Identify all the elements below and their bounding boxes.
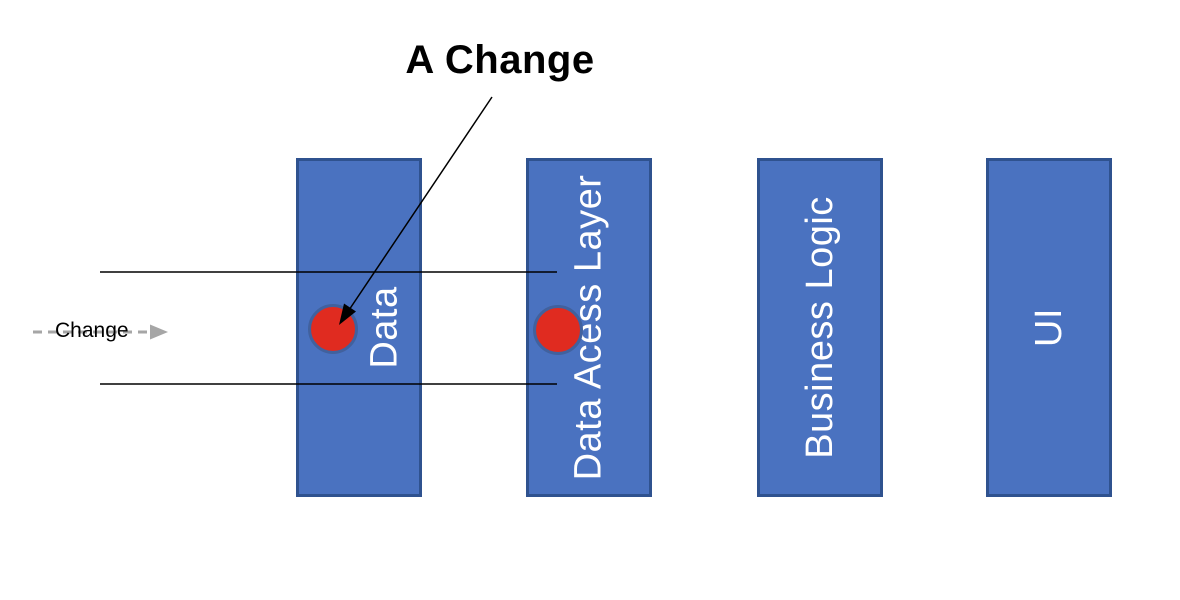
layer-ui-label: UI	[1027, 308, 1070, 347]
change-dot-data-access	[533, 305, 583, 355]
change-dot-data	[308, 304, 358, 354]
change-flow-arrowhead-icon	[150, 324, 168, 340]
annotation-title: A Change	[405, 38, 595, 82]
layer-business-logic-label: Business Logic	[798, 196, 841, 459]
layer-ui: UI	[986, 158, 1112, 497]
layer-business-logic: Business Logic	[757, 158, 883, 497]
change-flow-label: Change	[55, 319, 129, 342]
layer-data-label: Data	[363, 286, 406, 369]
